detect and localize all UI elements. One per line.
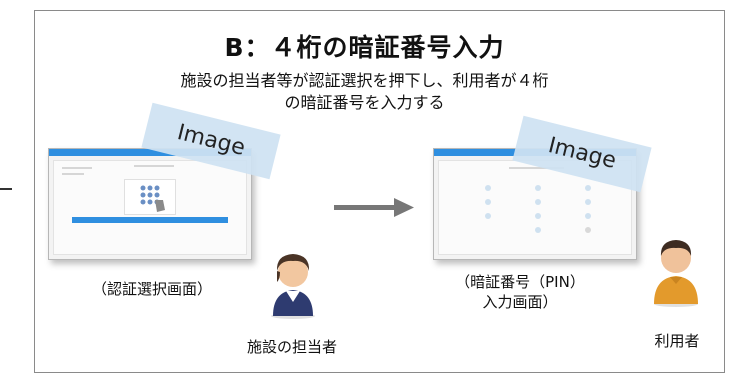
screenshot-action-bar (72, 217, 228, 223)
screenshot-title-bar (49, 149, 251, 156)
screenshot-content (438, 160, 632, 255)
staff-label: 施設の担当者 (246, 338, 337, 356)
subtitle-line-2: の暗証番号を入力する (284, 93, 445, 112)
pin-input-caption: （暗証番号（PIN） 入力画面） (430, 272, 610, 312)
user-person-icon (654, 240, 698, 307)
pin-input-caption-line-2: 入力画面） (482, 293, 558, 311)
user-label: 利用者 (654, 332, 700, 350)
screenshot-text-line (62, 173, 84, 175)
pin-option-card (124, 179, 176, 215)
pin-key (535, 213, 541, 219)
pin-input-caption-line-1: （暗証番号（PIN） (455, 273, 585, 291)
keypad-hand-icon (140, 185, 165, 212)
page-title: B：４桁の暗証番号入力 (224, 33, 505, 62)
subtitle: 施設の担当者等が認証選択を押下し、利用者が４桁 の暗証番号を入力する (0, 70, 729, 114)
pin-key (485, 213, 491, 219)
auth-select-caption: （認証選択画面） (91, 280, 212, 298)
pin-key (585, 213, 591, 219)
screenshot-content (53, 160, 247, 255)
pin-key (485, 199, 491, 205)
pin-key (535, 199, 541, 205)
pin-key (535, 185, 541, 191)
pin-key (485, 185, 491, 191)
pin-key (585, 185, 591, 191)
screenshot-text-line (62, 167, 92, 169)
screenshot-text-line (509, 167, 564, 169)
screenshot-text-line (134, 165, 174, 167)
subtitle-line-1: 施設の担当者等が認証選択を押下し、利用者が４桁 (180, 71, 549, 90)
staff-person-icon (271, 254, 315, 319)
panel-connector-line (0, 188, 12, 190)
pin-key (535, 227, 541, 233)
pin-key (585, 199, 591, 205)
flow-arrow-icon (334, 198, 414, 217)
pin-key (585, 227, 591, 233)
